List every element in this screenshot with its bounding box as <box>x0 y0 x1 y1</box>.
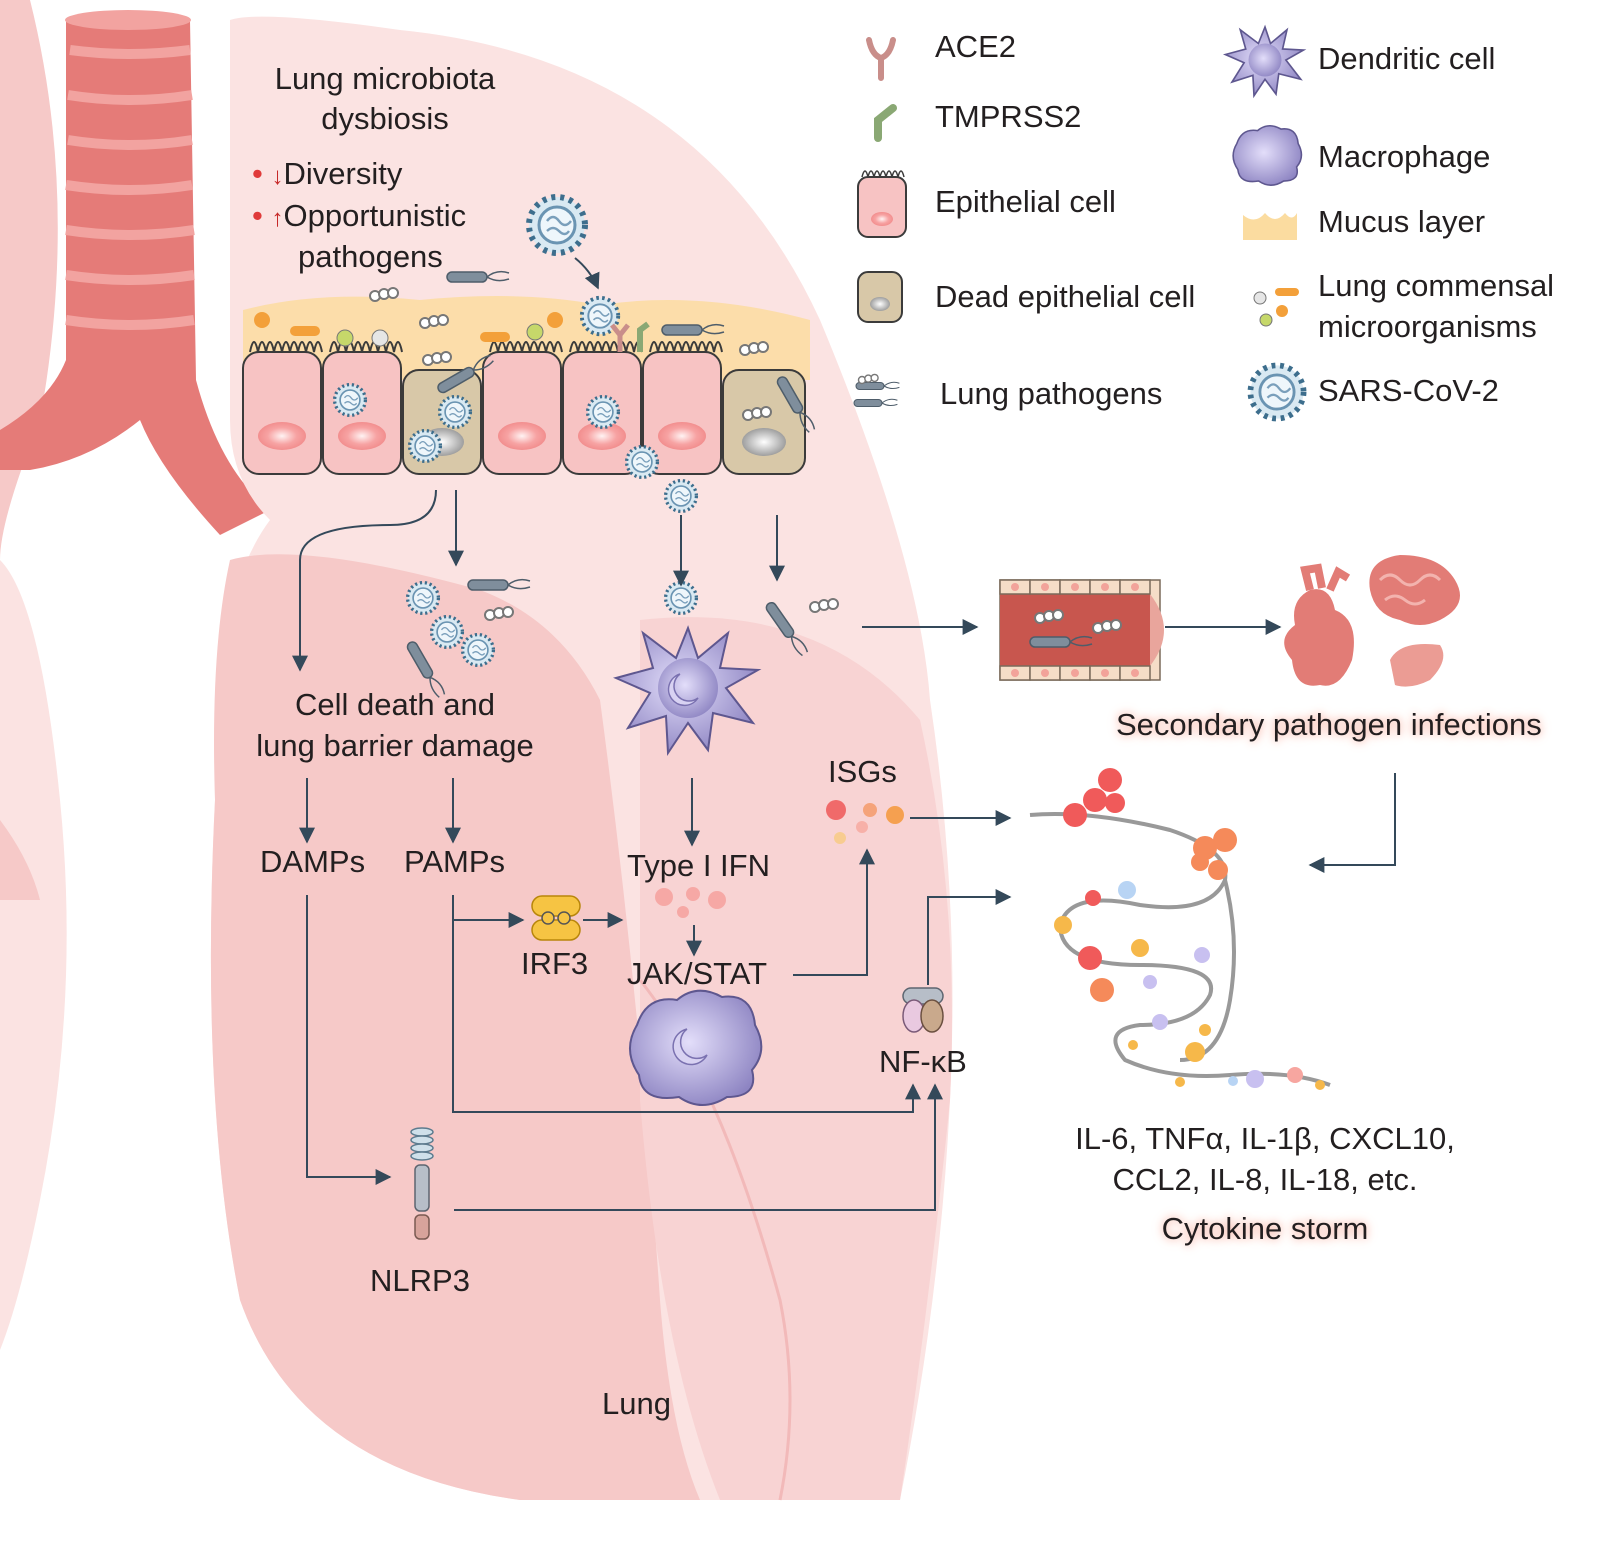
damps-label: DAMPs <box>260 844 366 879</box>
dysbiosis-opportunistic: Opportunistic <box>283 198 467 233</box>
decrease-arrow-icon: ↓ <box>271 163 284 190</box>
legend-sars-label: SARS-CoV-2 <box>1318 373 1499 408</box>
nlrp3-label: NLRP3 <box>370 1263 470 1298</box>
cell-death-label-1: Cell death and <box>295 687 495 722</box>
legend-ace2-label: ACE2 <box>935 29 1016 64</box>
cytokine-coil <box>1029 768 1331 1090</box>
legend-pathogens-label: Lung pathogens <box>940 376 1163 411</box>
dysbiosis-diversity: Diversity <box>283 156 403 191</box>
dysbiosis-bullet-1: • ↓Diversity <box>252 155 402 196</box>
legend-mucus-label: Mucus layer <box>1318 204 1486 239</box>
macrophage-cell <box>629 989 763 1106</box>
cytokines-label-1: IL-6, TNFα, IL-1β, CXCL10, <box>1075 1121 1455 1156</box>
legend-dendritic-label: Dendritic cell <box>1318 41 1496 76</box>
bullet-dot: • <box>252 198 263 233</box>
cell-death-label-2: lung barrier damage <box>256 728 534 763</box>
legend-icons <box>853 24 1304 419</box>
dendritic-cell <box>613 625 762 757</box>
irf3-icon <box>531 895 581 941</box>
dysbiosis-pathogens: pathogens <box>298 239 443 274</box>
nfkb-icon <box>902 987 944 1033</box>
organs-icon <box>1284 555 1460 687</box>
lung-label: Lung <box>602 1386 671 1421</box>
legend-commensal-label-1: Lung commensal <box>1318 268 1555 303</box>
nlrp3-icon <box>410 1127 434 1240</box>
legend-macrophage-label: Macrophage <box>1318 139 1491 174</box>
secondary-infections-label: Secondary pathogen infections <box>1116 707 1542 742</box>
dysbiosis-bullet-2: • ↑Opportunistic <box>252 197 466 238</box>
bullet-dot: • <box>252 156 263 191</box>
legend-epithelial-label: Epithelial cell <box>935 184 1116 219</box>
increase-arrow-icon: ↑ <box>271 205 284 232</box>
blood-vessel <box>999 579 1164 681</box>
cytokine-storm-label: Cytokine storm <box>1161 1211 1369 1246</box>
type1-ifn-label: Type I IFN <box>627 848 770 883</box>
dysbiosis-title-1: Lung microbiota <box>274 61 496 96</box>
nfkb-label: NF-κB <box>879 1044 967 1079</box>
isgs-label: ISGs <box>828 754 897 789</box>
epithelium <box>242 341 806 475</box>
arrows <box>292 489 1396 1211</box>
cytokines-label-2: CCL2, IL-8, IL-18, etc. <box>1112 1162 1418 1197</box>
left-lung-shape <box>0 0 58 560</box>
jak-stat-label: JAK/STAT <box>627 956 768 991</box>
legend-commensal-label-2: microorganisms <box>1318 309 1537 344</box>
trachea <box>0 10 270 535</box>
legend-dead-epithelial-label: Dead epithelial cell <box>935 279 1196 314</box>
legend-tmprss2-label: TMPRSS2 <box>935 99 1082 134</box>
dysbiosis-title-2: dysbiosis <box>321 101 449 136</box>
irf3-label: IRF3 <box>521 946 589 981</box>
pamps-label: PAMPs <box>404 844 506 879</box>
